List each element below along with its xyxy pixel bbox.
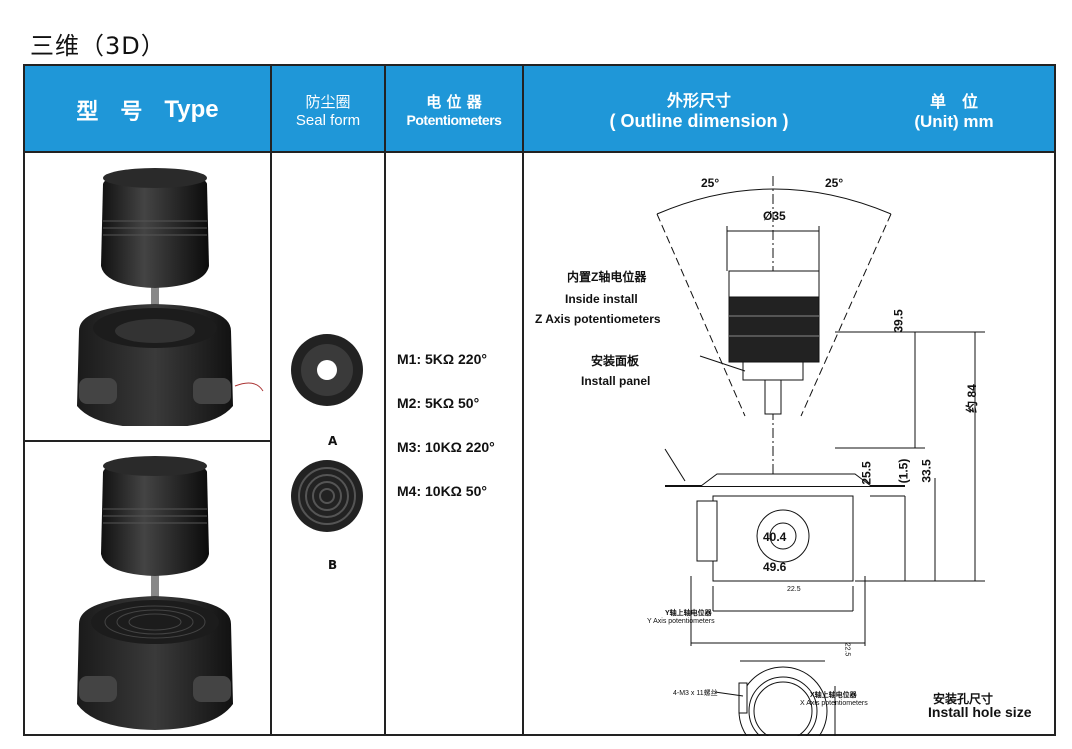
panel-label-en: Install panel <box>581 374 651 388</box>
hole-height: 22.5 <box>843 642 851 657</box>
pot-m1: M1: 5KΩ 220° <box>397 351 487 367</box>
pot-m4: M4: 10KΩ 50° <box>397 483 487 499</box>
x-axis-label-cn: X轴上轴电位器 <box>810 692 857 699</box>
header-seal-en: Seal form <box>295 111 361 129</box>
height-33-5: 33.5 <box>919 459 934 483</box>
hole-width: 22.5 <box>787 586 801 593</box>
header-outline-group: 外形尺寸 ( Outline dimension ) <box>524 87 874 132</box>
hole-screw-note: 4-M3 x 11螺丝 <box>673 690 718 697</box>
header-type-cn: 型 号 <box>76 99 143 125</box>
height-1-5: (1.5) <box>896 458 911 484</box>
height-84: 约 84 <box>964 384 979 413</box>
header-unit-cn: 单 位 <box>929 91 978 111</box>
row-divider <box>25 440 272 442</box>
z-axis-label-cn: 内置Z轴电位器 <box>567 270 647 284</box>
joystick-photo-a <box>77 168 264 426</box>
install-hole-label-cn: 安装孔尺寸 <box>933 692 994 706</box>
header-seal-cn: 防尘圈 <box>305 92 351 111</box>
y-axis-label-en: Y Axis potentiometers <box>647 618 715 625</box>
column-divider <box>384 153 386 734</box>
y-axis-label-cn: Y轴上轴电位器 <box>665 610 712 617</box>
seal-form-a-label: A <box>328 434 338 448</box>
header-outline-cn: 外形尺寸 <box>666 91 731 110</box>
joystick-photo-b <box>77 456 233 730</box>
seal-form-b-label: B <box>328 558 338 572</box>
width-49-6: 49.6 <box>763 560 787 574</box>
panel-label-cn: 安装面板 <box>591 354 640 368</box>
install-hole-label-en: Install hole size <box>928 704 1032 720</box>
x-axis-label-en: X Axis potentiometers <box>800 700 868 707</box>
header-unit-group: 单 位 (Unit) mm <box>874 88 1034 132</box>
z-axis-label-en1: Inside install <box>565 292 638 306</box>
header-pot-en: Potentiometers <box>406 112 502 128</box>
header-type: 型 号 Type <box>25 66 272 153</box>
header-unit-en: (Unit) mm <box>914 111 994 131</box>
height-25-5: 25.5 <box>859 461 874 485</box>
pot-m3: M3: 10KΩ 220° <box>397 439 495 455</box>
column-divider <box>270 153 272 734</box>
header-outline-en: ( Outline dimension ) <box>609 111 789 131</box>
header-pot-cn: 电 位 器 <box>426 93 482 111</box>
page-title: 三维（3D） <box>30 32 166 60</box>
z-axis-label-en2: Z Axis potentiometers <box>535 312 661 326</box>
header-seal: 防尘圈 Seal form <box>272 66 386 153</box>
height-39-5: 39.5 <box>891 309 906 333</box>
header-type-en: Type <box>164 95 219 123</box>
diameter-label: Ø35 <box>763 209 786 223</box>
header-divider <box>25 151 1054 153</box>
width-40-4: 40.4 <box>763 530 787 544</box>
pot-m2: M2: 5KΩ 50° <box>397 395 480 411</box>
angle-right-label: 25° <box>825 176 844 190</box>
spec-table: 型 号 Type 防尘圈 Seal form 电 位 器 Potentiomet… <box>23 64 1056 736</box>
angle-left-label: 25° <box>701 176 720 190</box>
seal-form-a-image <box>291 334 363 406</box>
header-outline: 外形尺寸 ( Outline dimension ) 单 位 (Unit) mm <box>524 66 1054 153</box>
header-pot: 电 位 器 Potentiometers <box>386 66 524 153</box>
outline-drawing <box>656 176 985 736</box>
column-divider <box>522 153 524 734</box>
seal-form-b-image <box>291 460 363 532</box>
